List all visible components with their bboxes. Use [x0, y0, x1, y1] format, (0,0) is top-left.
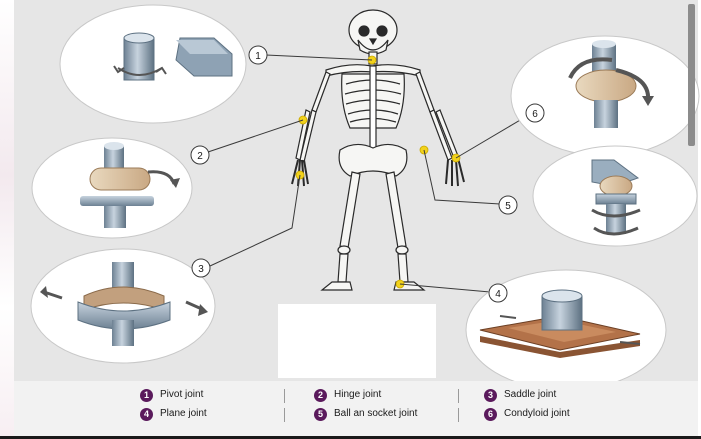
legend-label: Hinge joint [334, 389, 381, 400]
callout-line-1 [266, 55, 372, 60]
legend-item-pivot: 1 Pivot joint [140, 389, 203, 402]
legend-separator [458, 389, 459, 403]
callout-line-6 [456, 116, 527, 158]
callout-4: 4 [489, 284, 507, 302]
callout-2: 2 [191, 146, 209, 164]
callout-5: 5 [499, 196, 517, 214]
legend-label: Saddle joint [504, 389, 556, 400]
blank-white-box [278, 304, 436, 378]
legend-badge: 6 [484, 408, 497, 421]
legend-separator [458, 408, 459, 422]
legend-separator [284, 408, 285, 422]
legend-label: Ball an socket joint [334, 408, 424, 419]
callout-1: 1 [249, 46, 267, 64]
legend-item-hinge: 2 Hinge joint [314, 389, 381, 402]
ball-and-socket-joint-model-icon [533, 146, 697, 246]
legend-badge: 1 [140, 389, 153, 402]
legend-label: Pivot joint [160, 389, 203, 400]
svg-text:2: 2 [197, 151, 203, 162]
svg-text:4: 4 [495, 289, 501, 300]
saddle-joint-model-icon [31, 249, 215, 363]
legend-label: Condyloid joint [504, 408, 570, 419]
legend-label: Plane joint [160, 408, 207, 419]
legend-badge: 2 [314, 389, 327, 402]
callout-6: 6 [526, 104, 544, 122]
legend-badge: 3 [484, 389, 497, 402]
legend-separator [284, 389, 285, 403]
legend-badge: 5 [314, 408, 327, 421]
legend-item-ball-socket: 5 Ball an socket joint [314, 408, 434, 421]
pivot-joint-model-icon [59, 0, 247, 158]
svg-text:1: 1 [255, 51, 261, 62]
legend-item-condyloid: 6 Condyloid joint [484, 408, 570, 421]
svg-text:6: 6 [532, 109, 538, 120]
legend-badge: 4 [140, 408, 153, 421]
legend-item-saddle: 3 Saddle joint [484, 389, 556, 402]
legend-item-plane: 4 Plane joint [140, 408, 207, 421]
callout-3: 3 [192, 259, 210, 277]
condyloid-joint-model-icon [511, 36, 699, 156]
hinge-joint-model-icon [32, 138, 192, 238]
callout-line-3 [210, 175, 300, 266]
svg-text:5: 5 [505, 201, 511, 212]
svg-text:3: 3 [198, 264, 204, 275]
skeleton-icon [292, 10, 464, 290]
scrollbar[interactable] [688, 4, 695, 146]
